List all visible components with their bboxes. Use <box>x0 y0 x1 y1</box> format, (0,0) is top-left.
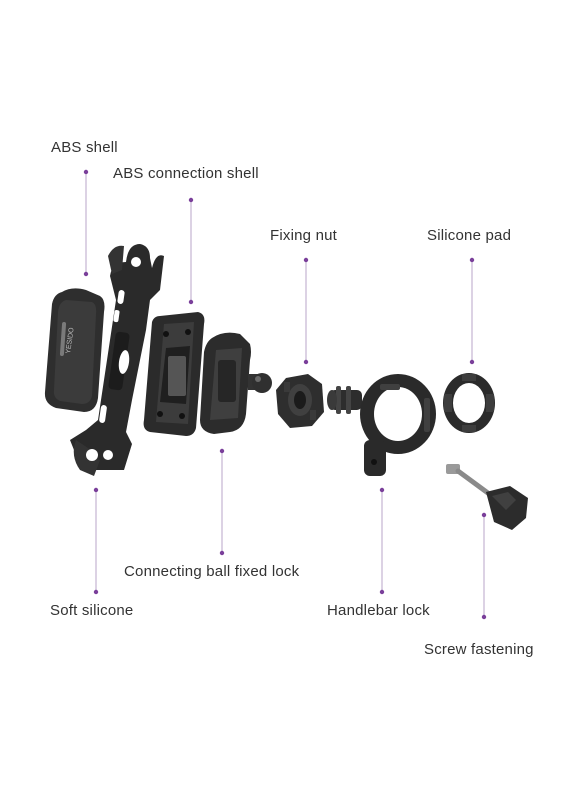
label-handlebar-lock: Handlebar lock <box>327 602 430 619</box>
label-soft-silicone: Soft silicone <box>50 602 134 619</box>
part-connecting-ball-fixed-lock <box>200 332 272 434</box>
part-handlebar-lock <box>327 374 436 476</box>
brand-mark: YESIDO <box>65 327 76 355</box>
label-screw-fastening: Screw fastening <box>424 641 534 658</box>
part-abs-connection-shell <box>143 312 205 436</box>
leader-abs-shell <box>83 169 89 277</box>
part-fixing-nut <box>276 374 324 428</box>
leader-silicone-pad <box>469 257 475 365</box>
label-connecting-ball-fixed-lock: Connecting ball fixed lock <box>124 563 300 580</box>
part-abs-shell: YESIDO <box>44 288 105 412</box>
leader-soft-silicone <box>93 487 99 595</box>
leader-screw-fastening <box>481 512 487 620</box>
leader-abs-connection-shell <box>188 197 194 305</box>
label-fixing-nut: Fixing nut <box>270 227 338 244</box>
label-silicone-pad: Silicone pad <box>427 227 512 244</box>
label-abs-connection-shell: ABS connection shell <box>113 165 259 182</box>
part-soft-silicone <box>70 244 164 476</box>
leader-connecting-ball-fixed-lock <box>219 448 225 556</box>
part-screw-fastening <box>446 464 528 530</box>
leader-fixing-nut <box>303 257 309 365</box>
leader-handlebar-lock <box>379 487 385 595</box>
label-abs-shell: ABS shell <box>51 139 118 156</box>
part-silicone-pad <box>443 373 495 433</box>
